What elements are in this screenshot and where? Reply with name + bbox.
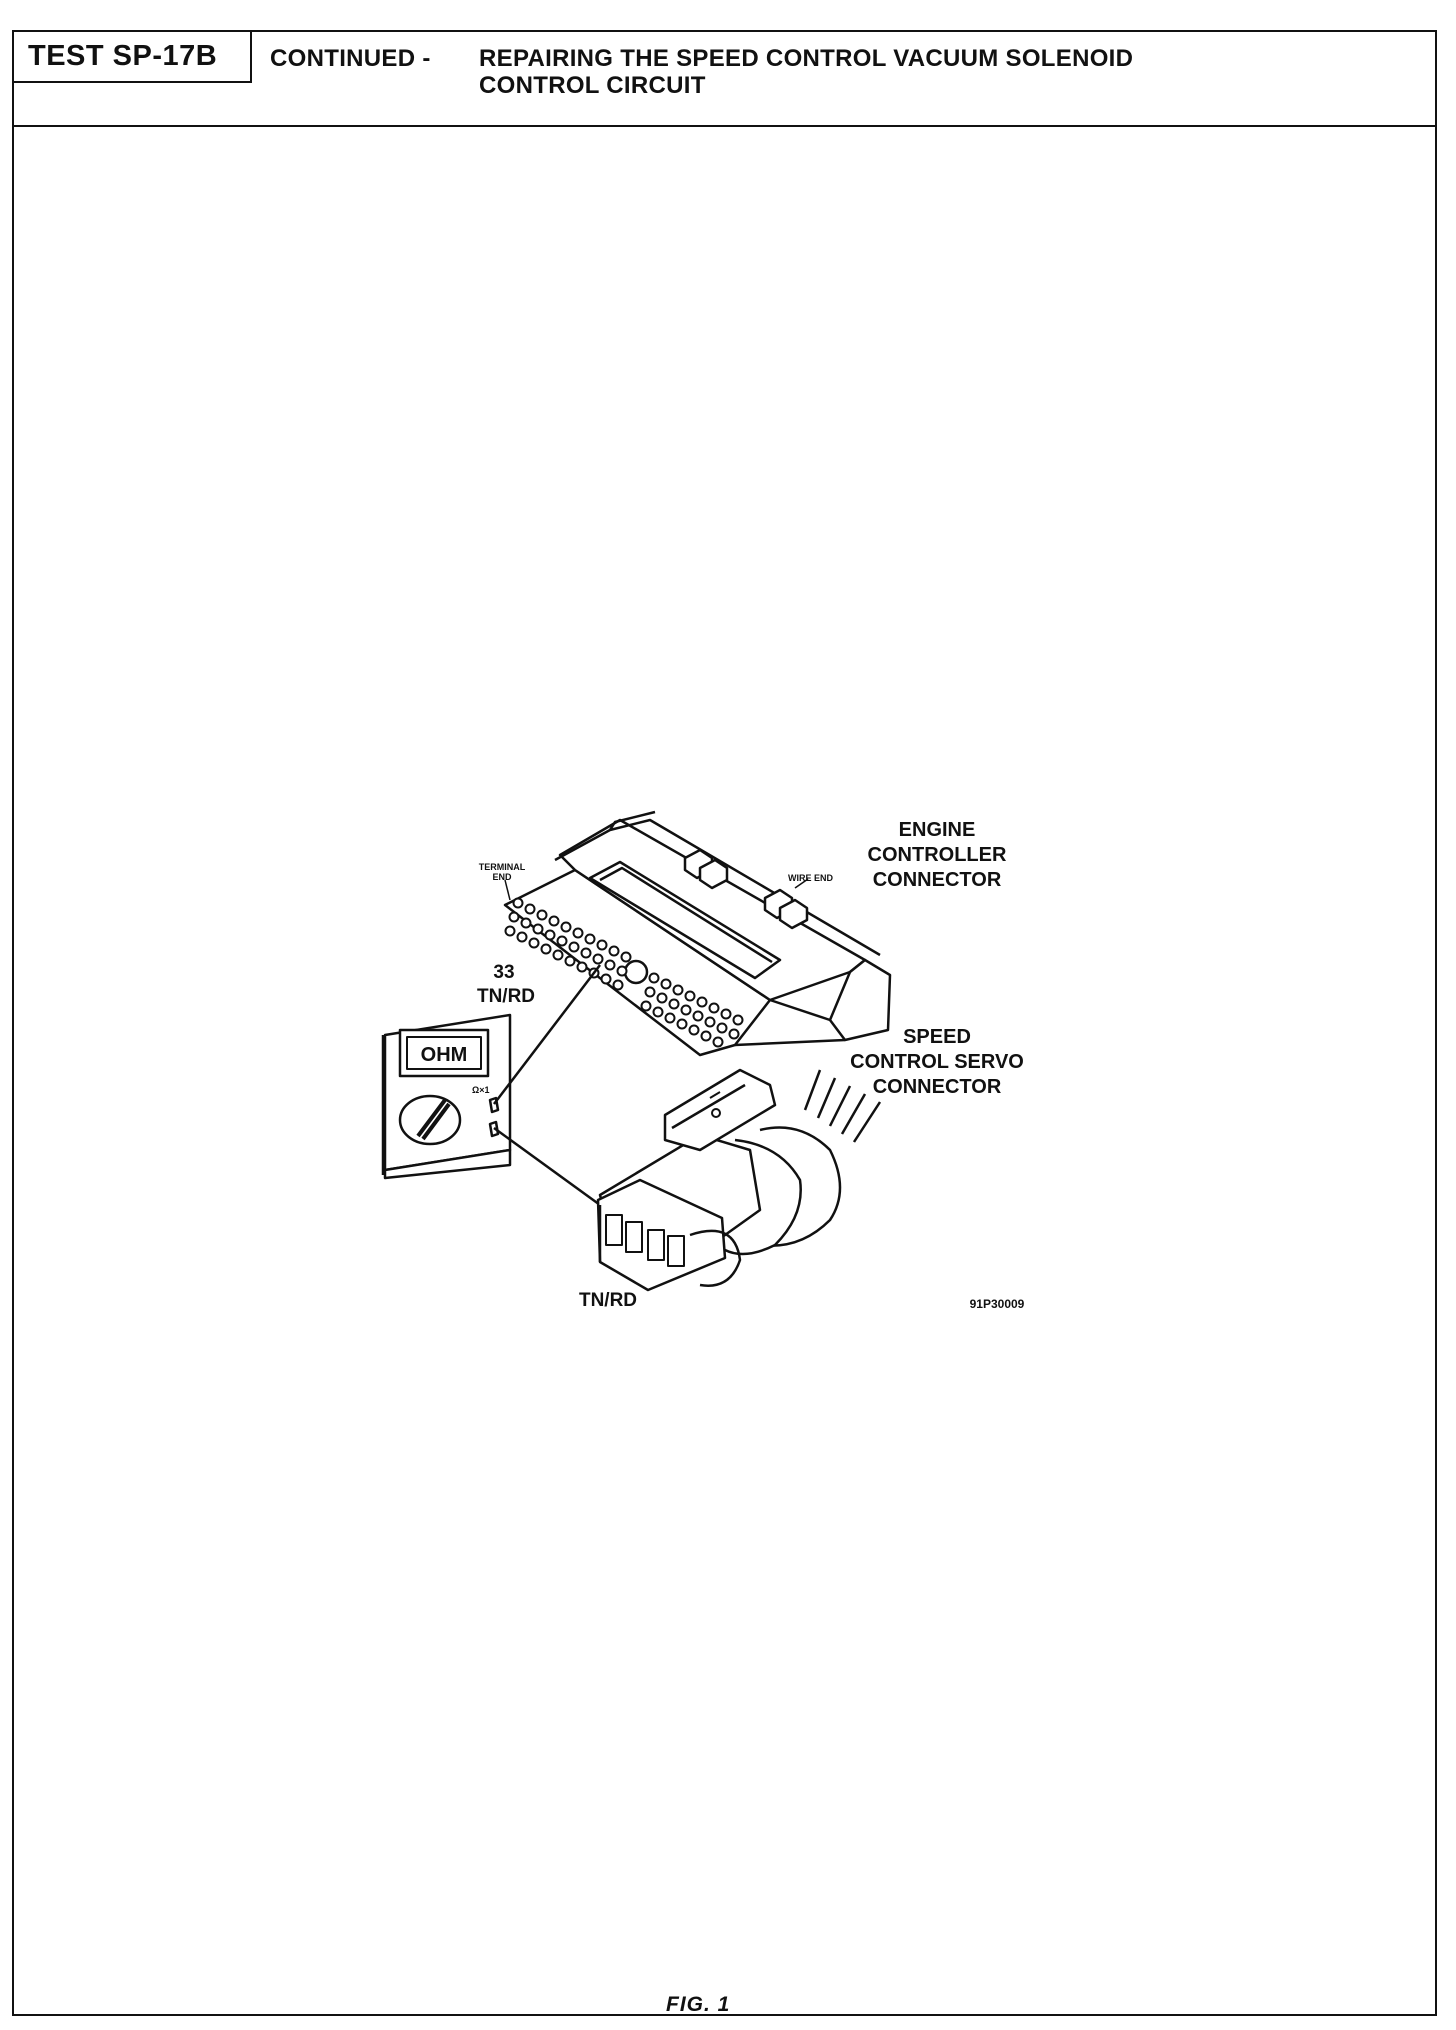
ohmmeter [381,1013,512,1180]
servo-connector-label-3: CONNECTOR [873,1076,1002,1098]
terminal-end-leader [504,879,511,901]
speed-control-servo-connector [596,1068,882,1292]
servo-connector-label-2: CONTROL SERVO [850,1051,1024,1073]
continued-label: CONTINUED - [270,45,431,72]
figure-code: 91P30009 [970,1297,1025,1311]
meter-range-label: Ω×1 [472,1085,489,1095]
title-line-1: REPAIRING THE SPEED CONTROL VACUUM SOLEN… [479,45,1134,72]
engine-controller-connector [503,810,892,1057]
header: TEST SP-17B CONTINUED - REPAIRING THE SP… [14,32,1435,127]
meter-display-text: OHM [421,1044,468,1066]
figure-caption: FIG. 1 [666,1993,731,2016]
engine-connector-label-3: CONNECTOR [873,869,1002,891]
wire-end-leader [794,878,809,889]
engine-connector-label-1: ENGINE [899,819,976,841]
terminal-pins [504,897,744,1048]
wire-color-bottom-label: TN/RD [579,1290,637,1311]
terminal-end-label-2: END [492,872,512,882]
test-id: TEST SP-17B [14,32,252,83]
servo-connector-label-1: SPEED [903,1026,971,1048]
wire-color-top-label: TN/RD [477,986,535,1007]
page-title: REPAIRING THE SPEED CONTROL VACUUM SOLEN… [479,45,1133,99]
cavity-number-label: 33 [493,962,514,983]
terminal-end-label-1: TERMINAL [479,862,526,872]
test-lead-to-cavity-33 [493,964,601,1105]
page-frame: TEST SP-17B CONTINUED - REPAIRING THE SP… [12,30,1437,2016]
wire-end-label: WIRE END [788,873,834,883]
title-line-2: CONTROL CIRCUIT [479,72,706,99]
diagram-labels: ENGINE CONTROLLER CONNECTOR TERMINAL END… [421,819,1025,1311]
engine-connector-label-2: CONTROLLER [868,844,1007,866]
